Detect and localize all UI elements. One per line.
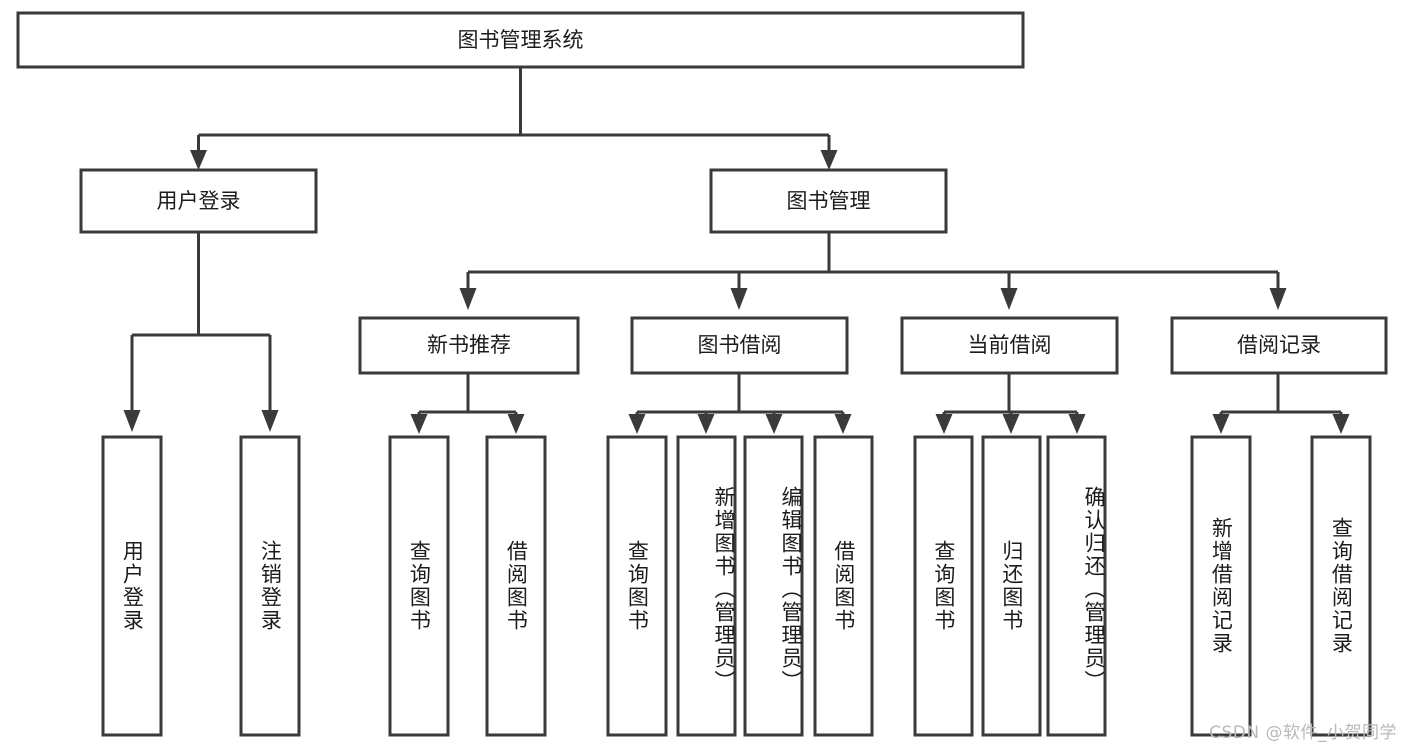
connectors-layer [123,67,1350,434]
node-box-leaf-logout[interactable] [239,435,301,737]
node-box-leaf-query-book-1[interactable] [388,435,450,737]
arrow-head-leaf-add-record [1212,414,1230,434]
arrow-head-leaf-logout [261,410,279,432]
arrow-head-current-borrow [1000,288,1018,310]
arrow-head-leaf-borrow-book-2 [834,414,852,434]
arrow-head-borrow-record [1269,288,1287,310]
node-box-leaf-return-book[interactable] [981,435,1042,737]
node-box-leaf-query-record[interactable] [1310,435,1372,737]
arrow-head-leaf-edit-book [765,414,783,434]
node-box-leaf-confirm-return[interactable] [1046,435,1107,737]
arrow-head-leaf-query-book-3 [935,414,953,434]
node-label-book-management: 图书管理 [787,189,871,213]
node-box-leaf-query-book-2[interactable] [606,435,668,737]
node-box-book-management[interactable] [709,168,948,234]
node-box-new-book-recommend[interactable] [358,316,580,375]
node-label-root: 图书管理系统 [458,28,584,52]
node-box-borrow-record[interactable] [1170,316,1388,375]
arrow-head-book-mgmt [820,150,838,170]
arrow-head-leaf-query-book-2 [628,414,646,434]
arrow-head-leaf-add-book [697,414,715,434]
node-label-borrow-record: 借阅记录 [1237,333,1321,357]
node-label-book-borrow: 图书借阅 [698,333,782,357]
node-box-leaf-borrow-book-1[interactable] [485,435,547,737]
node-label-new-book-recommend: 新书推荐 [427,333,511,357]
nodes-layer: 图书管理系统 用户登录 图书管理 新书推荐 图书借阅 当前借阅 借阅记录 [16,11,1388,737]
arrow-head-leaf-borrow-book-1 [507,414,525,434]
node-box-leaf-query-book-3[interactable] [913,435,974,737]
node-box-leaf-user-login[interactable] [101,435,163,737]
node-box-book-borrow[interactable] [630,316,849,375]
arrow-head-leaf-query-book-1 [410,414,428,434]
node-box-user-login[interactable] [79,168,318,234]
arrow-head-leaf-return-book [1002,414,1020,434]
arrow-head-leaf-confirm-return [1068,414,1086,434]
arrow-head-new-book-rec [459,288,477,310]
csdn-watermark: CSDN @软件_小贺同学 [1209,723,1397,743]
node-box-leaf-borrow-book-2[interactable] [813,435,874,737]
arrow-head-book-borrow [730,288,748,310]
arrow-head-leaf-query-record [1332,414,1350,434]
node-box-root[interactable] [16,11,1025,69]
node-box-leaf-add-record[interactable] [1190,435,1252,737]
node-label-current-borrow: 当前借阅 [968,333,1052,357]
node-label-user-login: 用户登录 [157,189,241,213]
node-box-leaf-add-book[interactable] [676,435,737,737]
arrow-head-leaf-user-login [123,410,141,432]
node-box-current-borrow[interactable] [900,316,1119,375]
arrow-head-user-login [190,150,207,170]
node-box-leaf-edit-book[interactable] [743,435,804,737]
